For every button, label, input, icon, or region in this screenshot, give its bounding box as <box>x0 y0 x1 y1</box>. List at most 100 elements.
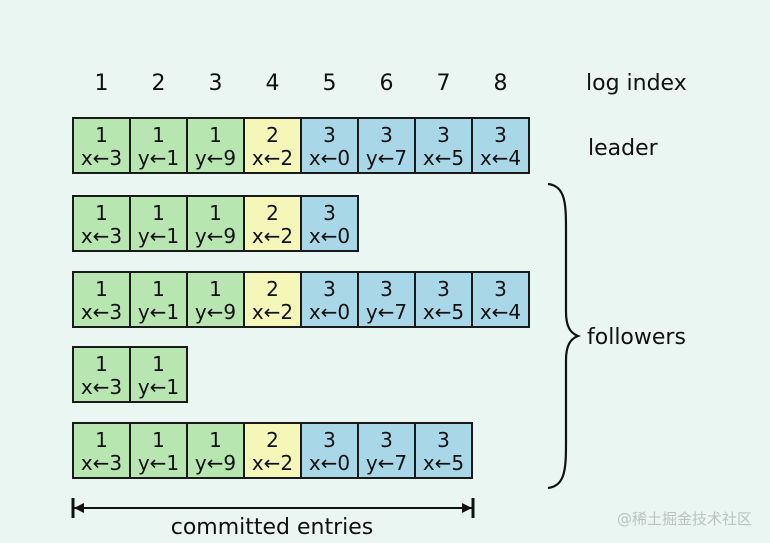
follower-log: 1x←31y←11y←92x←23x←03y←73x←53x←4 <box>72 271 530 328</box>
entry-term: 1 <box>152 201 165 225</box>
log-index-number: 4 <box>266 71 280 96</box>
log-index-row: 1 2 3 4 5 6 7 8 <box>95 71 508 96</box>
log-entry <box>300 117 359 174</box>
entry-command: x←0 <box>309 224 350 248</box>
log-entry <box>414 422 473 479</box>
entry-command: y←1 <box>138 146 179 170</box>
log-entry <box>243 195 302 252</box>
entry-command: y←7 <box>366 300 407 324</box>
follower-log: 1x←31y←1 <box>72 346 188 403</box>
entry-command: y←9 <box>195 146 236 170</box>
entry-command: y←9 <box>195 300 236 324</box>
entry-term: 2 <box>266 201 279 225</box>
log-entry <box>129 195 188 252</box>
entry-term: 3 <box>323 201 336 225</box>
arrow-left-icon <box>74 503 84 513</box>
log-entry <box>72 271 131 328</box>
log-entry <box>129 117 188 174</box>
committed-entries-label: committed entries <box>171 515 374 540</box>
entry-command: x←2 <box>252 224 293 248</box>
entry-command: x←3 <box>81 451 122 475</box>
entry-command: y←1 <box>138 224 179 248</box>
log-index-number: 5 <box>323 71 337 96</box>
entry-term: 3 <box>323 428 336 452</box>
entry-command: y←1 <box>138 300 179 324</box>
entry-term: 1 <box>209 123 222 147</box>
entry-term: 3 <box>323 277 336 301</box>
log-index-number: 3 <box>209 71 223 96</box>
entry-term: 3 <box>323 123 336 147</box>
log-entry <box>357 117 416 174</box>
log-entry <box>300 195 359 252</box>
entry-command: x←3 <box>81 224 122 248</box>
log-entry <box>186 117 245 174</box>
entry-command: x←3 <box>81 300 122 324</box>
log-rows: 1x←31y←11y←92x←23x←03y←73x←53x←41x←31y←1… <box>72 117 530 479</box>
entry-term: 1 <box>95 428 108 452</box>
entry-command: x←0 <box>309 146 350 170</box>
log-index-number: 1 <box>95 71 109 96</box>
entry-command: y←9 <box>195 224 236 248</box>
log-entry <box>129 422 188 479</box>
log-entry <box>471 271 530 328</box>
log-entry <box>72 195 131 252</box>
entry-term: 1 <box>152 428 165 452</box>
follower-log: 1x←31y←11y←92x←23x←0 <box>72 195 359 252</box>
entry-term: 2 <box>266 428 279 452</box>
log-index-number: 6 <box>380 71 394 96</box>
entry-term: 1 <box>95 123 108 147</box>
log-index-number: 7 <box>437 71 451 96</box>
entry-command: x←5 <box>423 300 464 324</box>
entry-command: x←3 <box>81 146 122 170</box>
entry-command: x←3 <box>81 375 122 399</box>
followers-label: followers <box>587 325 686 350</box>
entry-term: 2 <box>266 277 279 301</box>
log-entry <box>357 422 416 479</box>
log-entry <box>243 422 302 479</box>
entry-term: 1 <box>152 352 165 376</box>
entry-term: 3 <box>494 123 507 147</box>
entry-command: x←2 <box>252 451 293 475</box>
watermark: @稀土掘金技术社区 <box>616 510 752 528</box>
log-entry <box>300 422 359 479</box>
log-entry <box>471 117 530 174</box>
log-entry <box>414 271 473 328</box>
entry-command: y←7 <box>366 146 407 170</box>
entry-term: 3 <box>494 277 507 301</box>
entry-term: 3 <box>380 428 393 452</box>
entry-command: y←7 <box>366 451 407 475</box>
entry-term: 1 <box>152 277 165 301</box>
followers-brace <box>547 182 582 490</box>
entry-term: 3 <box>380 123 393 147</box>
entry-term: 2 <box>266 123 279 147</box>
entry-command: y←1 <box>138 451 179 475</box>
entry-command: x←0 <box>309 451 350 475</box>
entry-term: 1 <box>95 352 108 376</box>
entry-term: 3 <box>437 428 450 452</box>
entry-term: 1 <box>209 201 222 225</box>
log-entry <box>357 271 416 328</box>
log-index-number: 8 <box>494 71 508 96</box>
entry-term: 1 <box>95 201 108 225</box>
log-index-label: log index <box>586 71 687 96</box>
entry-command: x←0 <box>309 300 350 324</box>
entry-command: x←2 <box>252 300 293 324</box>
entry-command: x←5 <box>423 146 464 170</box>
log-entry <box>186 271 245 328</box>
log-entry <box>72 117 131 174</box>
entry-term: 3 <box>437 277 450 301</box>
entry-term: 1 <box>152 123 165 147</box>
leader-log: 1x←31y←11y←92x←23x←03y←73x←53x←4 <box>72 117 530 174</box>
entry-term: 1 <box>95 277 108 301</box>
committed-entries-bracket <box>71 498 475 518</box>
log-entry <box>72 346 131 403</box>
entry-command: x←4 <box>480 146 521 170</box>
entry-command: x←4 <box>480 300 521 324</box>
follower-log: 1x←31y←11y←92x←23x←03y←73x←5 <box>72 422 473 479</box>
log-index-number: 2 <box>152 71 166 96</box>
arrow-right-icon <box>462 503 472 513</box>
log-entry <box>243 271 302 328</box>
entry-term: 1 <box>209 428 222 452</box>
leader-label: leader <box>588 136 659 161</box>
